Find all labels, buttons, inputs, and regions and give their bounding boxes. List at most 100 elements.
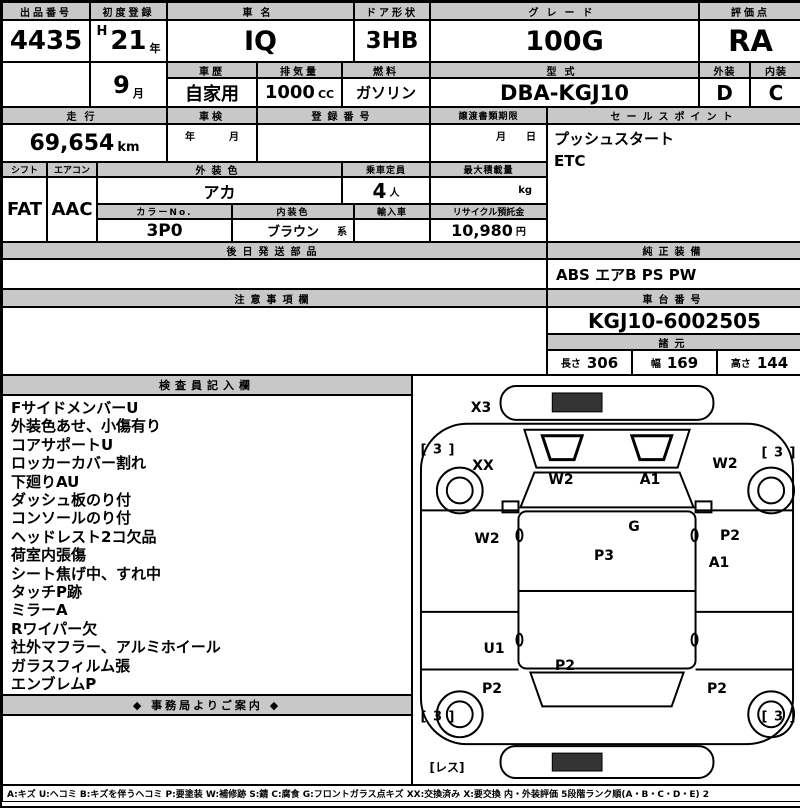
sales-point-box: プッシュスタート ETC bbox=[547, 124, 800, 242]
inspection-item: ダッシュ板のり付 bbox=[11, 491, 132, 510]
exterior-grade-value: D bbox=[699, 78, 750, 107]
inspection-item: 下廻りAU bbox=[11, 472, 80, 491]
hood-shape bbox=[523, 428, 691, 469]
interior-grade-header: 内装 bbox=[750, 62, 800, 78]
chassis-no-header: 車台番号 bbox=[547, 289, 800, 307]
damage-marker: [ 3 ] bbox=[761, 709, 797, 725]
import-car-value-cell bbox=[354, 219, 430, 242]
transfer-deadline-header: 譲渡書類期限 bbox=[430, 107, 547, 124]
damage-marker: W2 bbox=[474, 531, 500, 547]
door-shape-header: ドア形状 bbox=[354, 2, 430, 20]
damage-marker: [ 3 ] bbox=[420, 442, 456, 458]
damage-marker: U1 bbox=[483, 641, 505, 657]
inspection-item: コアサポートU bbox=[11, 435, 114, 454]
interior-color-suffix: 系 bbox=[337, 227, 347, 238]
car-outline-drawing bbox=[419, 385, 796, 779]
fuel-value: ガソリン bbox=[342, 78, 430, 107]
year-unit-label: 年 bbox=[149, 42, 161, 55]
shaken-year-unit: 年 bbox=[185, 132, 195, 143]
max-load-value: kg bbox=[430, 177, 547, 204]
inspection-item: ロッカーカバー割れ bbox=[11, 454, 147, 473]
reg-no-value-cell bbox=[257, 124, 430, 162]
model-code-header: 型式 bbox=[430, 62, 699, 78]
mileage-number: 69,654 bbox=[29, 130, 115, 156]
damage-marker: X3 bbox=[470, 400, 492, 416]
damage-marker: [ 3 ] bbox=[420, 709, 456, 725]
interior-color-name: ブラウン bbox=[266, 225, 319, 240]
history-value: 自家用 bbox=[167, 78, 257, 107]
transfer-deadline-cell: 月 日 bbox=[430, 124, 547, 162]
inspection-header: 検査員記入欄 bbox=[2, 375, 412, 395]
office-notice-header: ◆ 事務局よりご案内 ◆ bbox=[2, 695, 412, 715]
dimensions-header: 諸元 bbox=[547, 334, 800, 350]
shift-header: シフト bbox=[2, 162, 47, 177]
inspection-item: シート焦げ中、すれ中 bbox=[11, 564, 162, 583]
rear-bumper-shape bbox=[499, 745, 715, 779]
capacity-value: 4 人 bbox=[342, 177, 430, 204]
damage-marker: A1 bbox=[639, 472, 661, 488]
fuel-header: 燃料 bbox=[342, 62, 430, 78]
first-reg-month: 9 bbox=[113, 70, 130, 99]
inspection-item: 外装色あせ、小傷有り bbox=[11, 417, 162, 436]
height-value: 144 bbox=[756, 353, 789, 372]
shaken-header: 車検 bbox=[167, 107, 257, 124]
recycle-deposit-number: 10,980 bbox=[451, 221, 513, 240]
damage-marker: P3 bbox=[593, 548, 615, 564]
inspection-item: 荷室内張傷 bbox=[11, 546, 87, 565]
mileage-unit: km bbox=[117, 140, 140, 155]
grade-header: グレード bbox=[430, 2, 699, 20]
displacement-header: 排気量 bbox=[257, 62, 342, 78]
displacement-value: 1000 CC bbox=[257, 78, 342, 107]
legend-bar: A:キズ U:ヘコミ B:キズを伴うヘコミ P:要塗装 W:補修跡 S:錆 C:… bbox=[2, 785, 800, 802]
length-value: 306 bbox=[586, 353, 619, 372]
shift-value: FAT bbox=[2, 177, 47, 242]
color-no-header: カラーNo. bbox=[97, 204, 232, 219]
later-parts-box bbox=[2, 259, 547, 289]
inspection-item: タッチP跡 bbox=[11, 583, 82, 602]
mileage-value: 69,654 km bbox=[2, 124, 167, 162]
first-reg-year-cell: H 21 年 bbox=[90, 20, 167, 62]
era-label: H bbox=[96, 24, 108, 39]
car-name-value: IQ bbox=[167, 20, 354, 62]
max-load-header: 最大積載量 bbox=[430, 162, 547, 177]
front-plate-shape bbox=[551, 392, 603, 413]
interior-color-header: 内装色 bbox=[232, 204, 354, 219]
notes-box bbox=[2, 307, 547, 375]
shaken-month-unit: 月 bbox=[229, 132, 239, 143]
inspection-item: コンソールのり付 bbox=[11, 509, 132, 528]
sales-point-line: プッシュスタート bbox=[554, 130, 675, 148]
grade-value: 100G bbox=[430, 20, 699, 62]
damage-marker: P2 bbox=[554, 658, 576, 674]
displacement-unit: CC bbox=[317, 88, 335, 101]
front-bumper-shape bbox=[499, 385, 715, 421]
car-name-header: 車名 bbox=[167, 2, 354, 20]
auction-no-value: 4435 bbox=[2, 20, 90, 62]
rear-window-shape bbox=[528, 671, 686, 708]
inspection-item: ミラーA bbox=[11, 601, 68, 620]
notes-header: 注意事項欄 bbox=[2, 289, 547, 307]
capacity-number: 4 bbox=[372, 178, 387, 203]
length-label: 長さ bbox=[560, 359, 581, 370]
first-reg-header: 初度登録 bbox=[90, 2, 167, 20]
inspection-item: FサイドメンバーU bbox=[11, 399, 139, 417]
import-car-header: 輸入車 bbox=[354, 204, 430, 219]
recycle-deposit-unit: 円 bbox=[515, 227, 526, 238]
windshield-shape bbox=[518, 471, 696, 509]
later-parts-header: 後日発送部品 bbox=[2, 242, 547, 259]
displacement-number: 1000 bbox=[264, 82, 315, 103]
damage-marker: P2 bbox=[706, 681, 728, 697]
chassis-no-value: KGJ10-6002505 bbox=[547, 307, 800, 334]
exterior-grade-header: 外装 bbox=[699, 62, 750, 78]
auction-no-empty-cell bbox=[2, 62, 90, 107]
auction-no-header: 出品番号 bbox=[2, 2, 90, 20]
inspection-item: 社外マフラー、アルミホイール bbox=[11, 638, 221, 657]
damage-marker: XX bbox=[472, 458, 494, 474]
rear-plate-shape bbox=[551, 752, 603, 772]
width-value: 169 bbox=[666, 353, 699, 372]
sales-point-line: ETC bbox=[554, 152, 586, 170]
damage-marker: P2 bbox=[719, 528, 741, 544]
inspection-item: エンブレムP bbox=[11, 675, 97, 694]
